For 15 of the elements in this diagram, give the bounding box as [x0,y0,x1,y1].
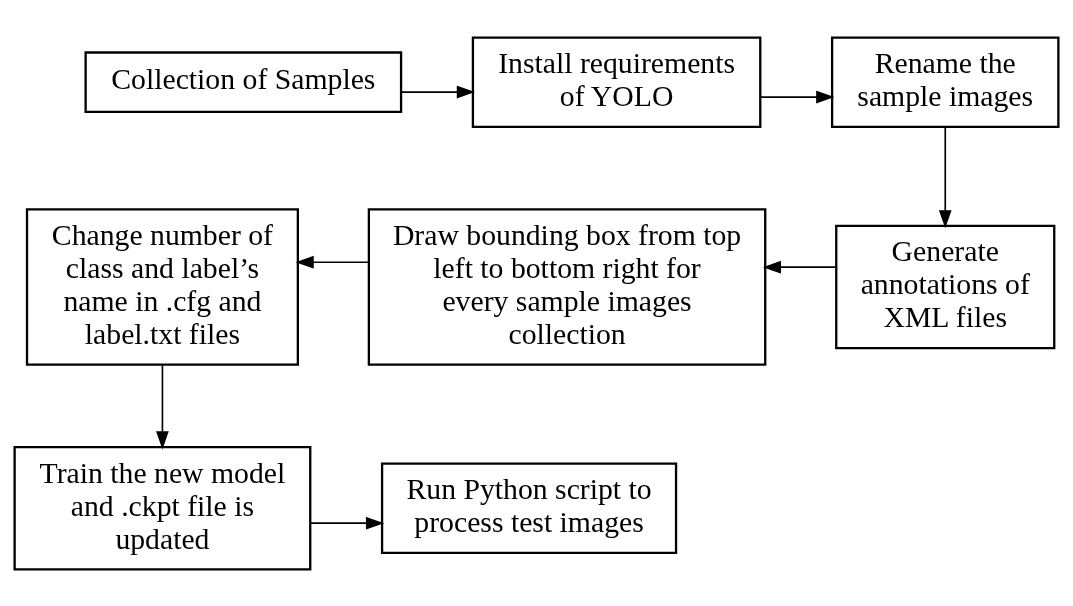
node-box: Collection of Samples [84,50,403,113]
node-box: Run Python script to process test images [380,462,678,554]
node-box: Change number of class and label’s name in .cfg and label.txt files [25,207,299,366]
arrow [762,260,837,274]
arrow [759,90,835,103]
node-box: Install requirements of YOLO [471,35,762,128]
arrow [295,255,370,269]
node-box: Rename the sample images [830,35,1060,128]
arrow [400,85,475,98]
node-box: Draw bounding box from top left to bottom right for every sample images collection [367,207,767,366]
arrow [156,363,169,449]
node-box: Generate annotations of XML files [835,224,1056,349]
arrow [309,516,385,529]
node-box: Train the new model and .ckpt file is updated [13,445,312,571]
arrow [938,125,952,228]
